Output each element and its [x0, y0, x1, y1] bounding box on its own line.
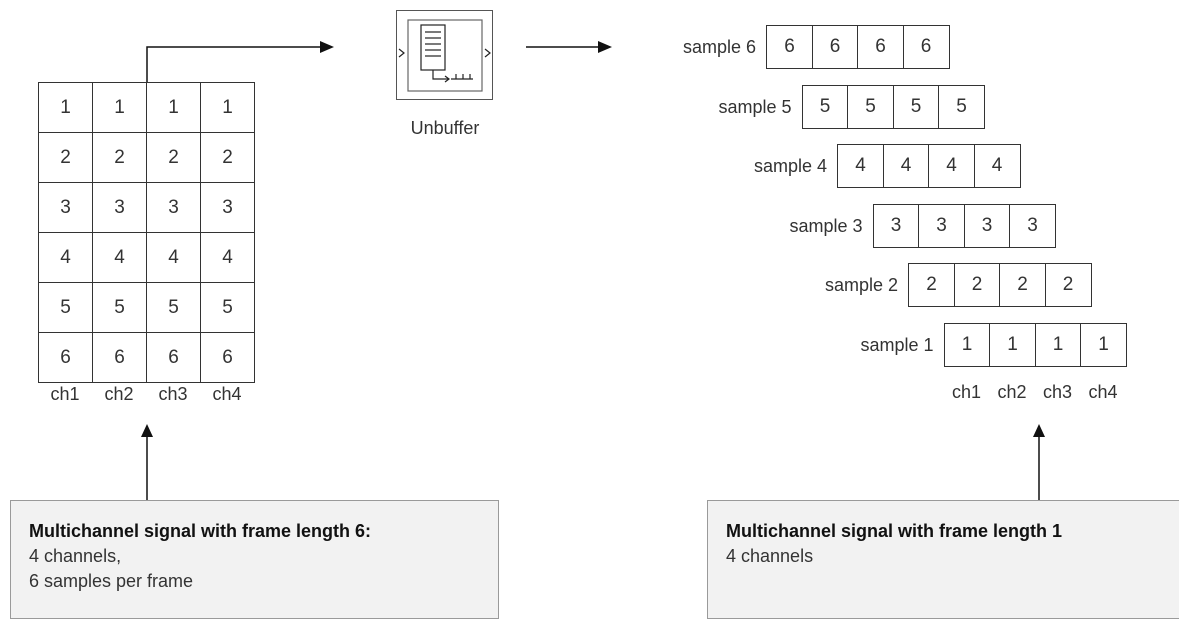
sample-cell: 4 [973, 144, 1021, 188]
sample-cell: 6 [811, 25, 859, 69]
matrix-cell: 1 [38, 82, 93, 133]
output-caption-line: 4 channels [726, 546, 814, 566]
input-channel-label: ch1 [50, 384, 80, 404]
input-caption-line: 4 channels, [29, 546, 122, 566]
sample-cell: 1 [989, 322, 1036, 367]
unbuffer-block-icon [398, 19, 491, 92]
output-channel-label: ch1 [951, 382, 982, 402]
matrix-cell: 3 [200, 182, 255, 233]
sample-cell: 3 [918, 203, 965, 248]
matrix-cell: 5 [146, 282, 201, 333]
matrix-cell: 3 [146, 182, 201, 233]
arrowhead-right [320, 41, 334, 53]
matrix-cell: 5 [200, 282, 255, 333]
input-channel-label: ch4 [212, 384, 242, 404]
matrix-cell: 2 [92, 132, 147, 183]
output-channel-label: ch3 [1042, 382, 1073, 402]
sample-cell: 5 [847, 84, 894, 129]
input-caption-title: Multichannel signal with frame length 6: [29, 521, 372, 541]
sample-cell: 3 [963, 203, 1011, 248]
matrix-cell: 4 [200, 232, 255, 283]
sample-cell: 6 [766, 25, 813, 69]
output-channel-label: ch2 [997, 382, 1027, 402]
sample-cell: 3 [1009, 203, 1056, 248]
sample-cell: 1 [1080, 322, 1127, 367]
matrix-cell: 1 [200, 82, 255, 133]
matrix-cell: 5 [92, 282, 147, 333]
matrix-cell: 2 [200, 132, 255, 183]
matrix-cell: 1 [92, 82, 147, 133]
sample-cell: 5 [892, 84, 940, 129]
matrix-cell: 4 [38, 232, 93, 283]
matrix-cell: 6 [38, 332, 93, 383]
sample-cell: 2 [908, 263, 955, 307]
matrix-cell: 3 [38, 182, 93, 233]
sample-cell: 6 [902, 25, 950, 69]
sample-label: sample 5 [718, 96, 792, 117]
sample-cell: 6 [857, 25, 904, 69]
unbuffer-block-label: Unbuffer [410, 118, 480, 138]
output-caption-box: Multichannel signal with frame length 1 … [707, 500, 1179, 619]
sample-cell: 5 [801, 84, 849, 129]
sample-cell: 4 [882, 144, 930, 188]
matrix-cell: 6 [92, 332, 147, 383]
unbuffer-block[interactable] [396, 10, 493, 100]
input-channel-label: ch3 [158, 384, 188, 404]
sample-cell: 1 [943, 322, 991, 367]
sample-label: sample 6 [682, 37, 756, 57]
input-channel-label: ch2 [104, 384, 134, 404]
sample-label: sample 3 [789, 215, 863, 236]
output-channel-label: ch4 [1088, 382, 1118, 402]
sample-cell: 4 [928, 144, 975, 188]
sample-label: sample 1 [860, 334, 934, 355]
matrix-cell: 5 [38, 282, 93, 333]
sample-label: sample 4 [753, 156, 827, 176]
input-caption-line: 6 samples per frame [29, 571, 194, 591]
sample-label: sample 2 [824, 275, 898, 295]
matrix-cell: 6 [200, 332, 255, 383]
sample-cell: 2 [953, 263, 1001, 307]
input-caption-box: Multichannel signal with frame length 6:… [10, 500, 499, 619]
sample-cell: 5 [938, 84, 985, 129]
arrowhead-up [1033, 424, 1045, 437]
matrix-cell: 4 [92, 232, 147, 283]
matrix-cell: 3 [92, 182, 147, 233]
matrix-cell: 6 [146, 332, 201, 383]
sample-cell: 1 [1034, 322, 1082, 367]
arrowhead-right [598, 41, 612, 53]
sample-cell: 3 [872, 203, 920, 248]
sample-cell: 4 [837, 144, 884, 188]
matrix-cell: 1 [146, 82, 201, 133]
matrix-cell: 2 [146, 132, 201, 183]
matrix-cell: 2 [38, 132, 93, 183]
input-to-block-line [146, 46, 322, 82]
sample-cell: 2 [999, 263, 1046, 307]
matrix-cell: 4 [146, 232, 201, 283]
sample-cell: 2 [1044, 263, 1092, 307]
output-caption-title: Multichannel signal with frame length 1 [726, 521, 1063, 541]
arrowhead-up [141, 424, 153, 437]
